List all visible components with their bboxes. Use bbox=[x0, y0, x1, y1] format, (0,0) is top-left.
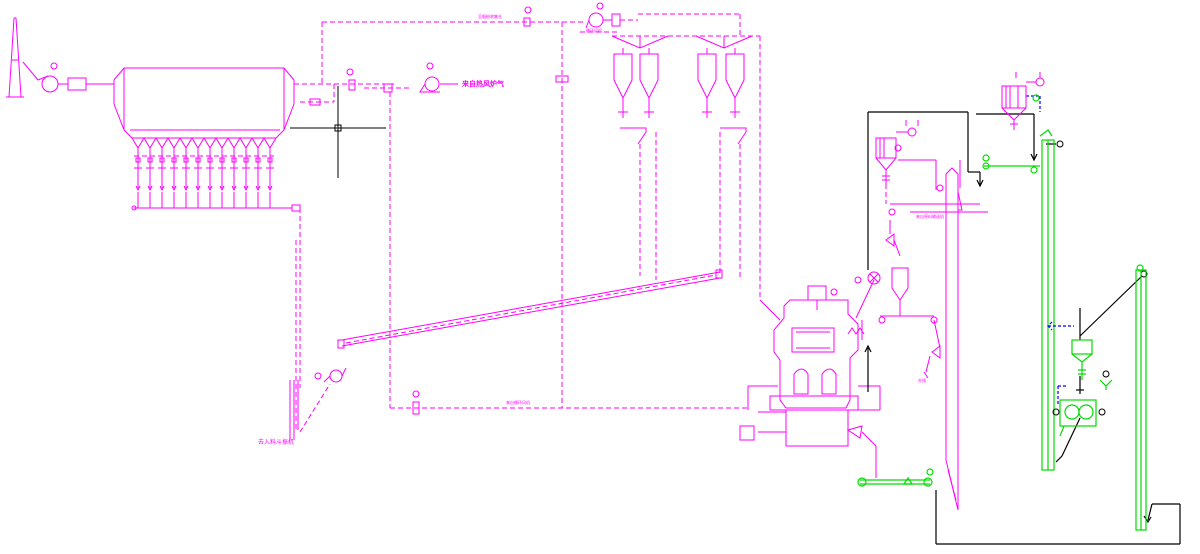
bucket-elevator-left bbox=[982, 129, 1055, 471]
chimney bbox=[6, 17, 24, 98]
right-pipe-label: 来自原料输送机 bbox=[916, 213, 944, 219]
bucket-elevator-right bbox=[1135, 264, 1147, 531]
belt-conveyor bbox=[857, 468, 934, 487]
hot-air-source-label: 来自热风炉气 bbox=[461, 79, 504, 88]
exhaust-fan bbox=[22, 61, 114, 93]
roller-press bbox=[1052, 339, 1113, 437]
auxiliary-black-lines bbox=[867, 111, 1181, 545]
crosshair-icon bbox=[290, 86, 386, 178]
top-note-label: 至细粉收集仓 bbox=[478, 13, 502, 19]
top-right-dust-collector bbox=[1001, 72, 1045, 130]
return-air-ducts: 来自循环风机 bbox=[299, 22, 748, 433]
cyclone-group bbox=[611, 35, 781, 321]
main-air-duct: 来自热风炉气 至细粉收集仓 bbox=[294, 6, 586, 106]
collector-discharge-line: 去入料斗振机 bbox=[258, 208, 301, 446]
small-dust-collector: 来自原料输送机 bbox=[875, 120, 988, 511]
circulation-fan: 循环风机 bbox=[580, 2, 741, 36]
bottom-pipe-label: 来自循环风机 bbox=[506, 399, 530, 405]
fan-label: 循环风机 bbox=[586, 27, 602, 33]
roller-mill bbox=[739, 285, 881, 478]
outlet-label: 去入料斗振机 bbox=[258, 438, 294, 446]
mill-connectors bbox=[854, 271, 881, 392]
pneumatic-lines bbox=[1026, 95, 1074, 404]
screw-conveyor bbox=[337, 269, 723, 349]
small-label: 外排 bbox=[918, 377, 926, 383]
bag-filter bbox=[113, 67, 301, 212]
separator-cyclone: 外排 bbox=[878, 220, 941, 383]
